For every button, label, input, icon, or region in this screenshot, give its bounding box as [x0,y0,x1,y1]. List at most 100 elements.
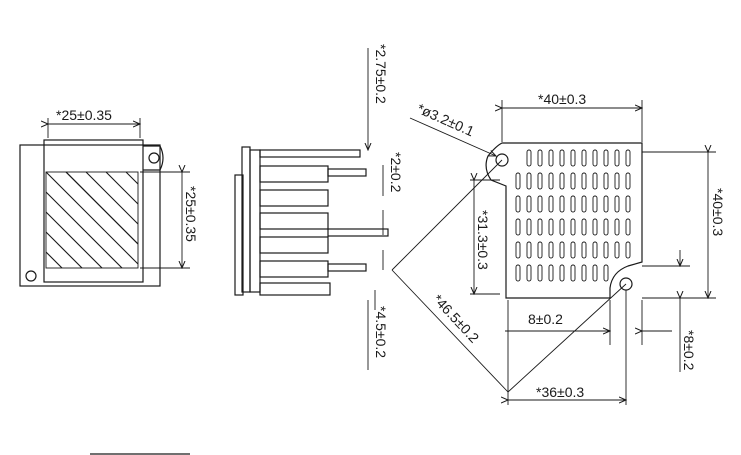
side-fin [259,149,361,158]
side-view: *2.75±0.2 *2±0.2 *4.5±0.2 [234,44,404,370]
fin-slot [515,264,521,282]
side-plate [249,149,261,293]
fin-slot [526,172,532,190]
top-view: *40±0.3 *40±0.3 *31.3±0.3 *ø3.2±0.1 *46.… [391,91,726,405]
front-body [43,139,144,283]
fin-slot [515,172,521,190]
fin-slot [515,195,521,213]
fin-slot [581,264,587,282]
side-base [234,174,244,296]
top-mount-hole [495,153,509,167]
fin-slot [559,149,565,167]
side-fin [259,260,329,278]
fin-slot [581,241,587,259]
side-fin [259,189,329,207]
side-fin [259,236,329,254]
fin-slot [581,149,587,167]
fin-slot [603,172,609,190]
side-fin [259,165,329,183]
fin-slot [614,172,620,190]
fin-slot [559,264,565,282]
side-fin [259,282,331,296]
fin-slot [581,172,587,190]
top-height-label: *40±0.3 [710,188,726,236]
side-pin [327,228,389,237]
fin-slot [614,149,620,167]
fin-slot [603,149,609,167]
heatsink-outline [485,142,643,299]
side-pitch-label: *2±0.2 [388,152,404,193]
fin-slot [625,172,631,190]
fin-slot [592,264,598,282]
mount-hole [25,270,37,282]
front-view: *25±0.35 *25±0.35 [19,107,199,287]
fin-slot [592,172,598,190]
fin-slot [526,241,532,259]
fin-slot [625,149,631,167]
fin-slot [614,241,620,259]
fin-slot [603,241,609,259]
fin-slot [592,149,598,167]
fin-slot [570,264,576,282]
inner-height-label: *31.3±0.3 [475,210,491,270]
fin-slot [548,149,554,167]
hatch-lines [46,172,138,268]
fin-slot [625,218,631,236]
fin-slot [592,218,598,236]
fin-slot [526,195,532,213]
fin-slot [537,241,543,259]
front-outline [19,144,161,287]
fin-slot [548,172,554,190]
fin-slot [603,195,609,213]
side-offset-label: *2.75±0.2 [373,44,389,104]
fin-slot [570,218,576,236]
fin-slot [625,195,631,213]
mounting-tab [143,145,164,171]
mount-hole [148,152,160,164]
fin-slot [570,241,576,259]
top-width-label: *40±0.3 [538,91,586,107]
fin-slot [515,218,521,236]
fin-slot [570,195,576,213]
fin-slot [548,195,554,213]
notch-height-label: *8±0.2 [681,330,697,371]
hole-spacing-label: *36±0.3 [536,384,584,400]
fin-slot [592,195,598,213]
notch-width-label: 8±0.2 [528,311,563,327]
side-fin [259,212,329,230]
side-pin [327,263,367,272]
fin-slot [614,195,620,213]
fin-slot [526,149,532,167]
side-pin [327,168,367,177]
fin-slot [559,218,565,236]
fin-slot [559,241,565,259]
fin-slot [570,149,576,167]
fin-slot [537,172,543,190]
fin-slot [548,264,554,282]
fin-slot [559,195,565,213]
fin-slot [537,264,543,282]
fin-slot [581,195,587,213]
fin-slot [614,218,620,236]
fin-slot [537,149,543,167]
fin-slot [603,218,609,236]
fin-slot [625,241,631,259]
diagonal-dimension-line [391,269,509,393]
fin-slot [526,264,532,282]
fin-slot [603,264,609,282]
fin-slot [570,172,576,190]
fin-slot [548,218,554,236]
fin-slot [559,172,565,190]
front-width-label: *25±0.35 [56,107,112,123]
hole-leader [409,117,496,156]
hatched-area [45,171,139,269]
side-pin-length-label: *4.5±0.2 [373,306,389,358]
fin-slot [548,241,554,259]
fin-slot [592,241,598,259]
fin-slot [581,218,587,236]
fin-slot-grid [515,149,631,282]
fin-slot [526,218,532,236]
front-height-label: *25±0.35 [183,186,199,242]
fin-slot [515,241,521,259]
